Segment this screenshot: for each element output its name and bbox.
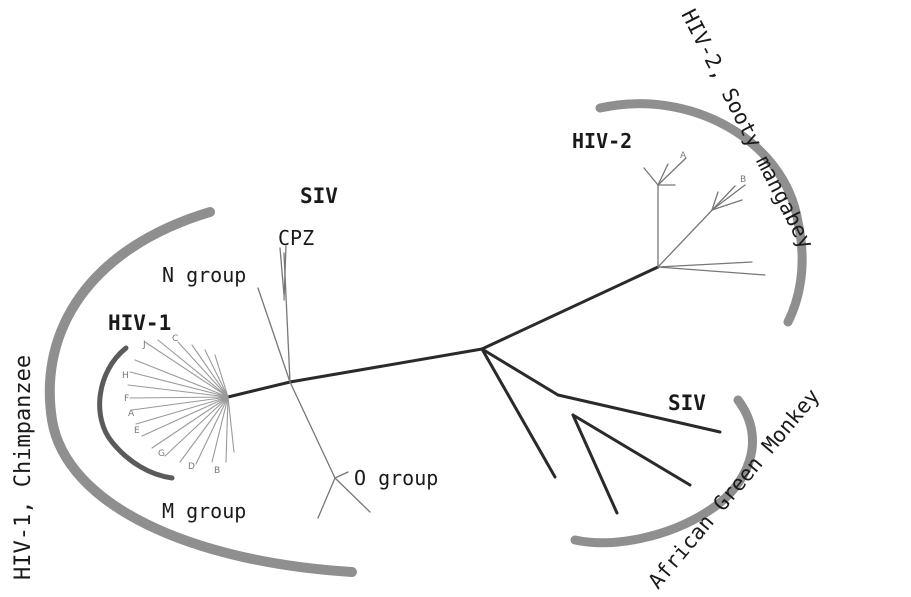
subtype-a-label: A [128, 409, 135, 419]
hiv1-title: HIV-1 [108, 311, 171, 335]
hiv1-chimpanzee-label: HIV-1, Chimpanzee [11, 355, 36, 580]
subtype-h-label: H [122, 371, 129, 381]
hiv2-branches [644, 158, 765, 275]
subtype-g-label: G [158, 449, 165, 459]
m-group-label: M group [162, 499, 246, 523]
siv-agm-title: SIV [668, 391, 706, 415]
subtype-e-label: E [134, 426, 140, 436]
o-group-label: O group [354, 466, 438, 490]
cpz-label: CPZ [278, 226, 314, 250]
hiv2-subtype-b-label: B [740, 175, 746, 185]
african-green-monkey-clade-arc [575, 400, 753, 543]
subtype-b-label: B [214, 466, 220, 476]
hiv2-sooty-mangabey-label: HIV-2, Sooty mangabey [677, 5, 819, 252]
tree-trunk [228, 267, 720, 513]
subtype-d-label: D [188, 462, 195, 472]
subtype-f-label: F [124, 394, 129, 404]
hiv2-subtype-a-label: A [680, 151, 687, 161]
hiv2-title: HIV-2 [572, 129, 632, 153]
subtype-j-label: J [142, 340, 146, 350]
siv-cpz-title: SIV [300, 184, 338, 208]
hiv1-m-group-star [128, 340, 234, 464]
hiv2-subtype-labels: A B [680, 151, 746, 185]
subtype-c-label: C [172, 334, 178, 344]
n-group-label: N group [162, 263, 246, 287]
african-green-monkey-label: African Green Monkey [643, 384, 824, 593]
